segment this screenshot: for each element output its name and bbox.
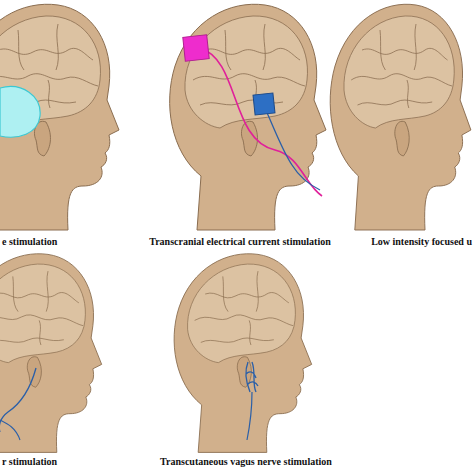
method-label: Transcranial electrical current stimulat… (149, 236, 331, 248)
method-label: e stimulation (2, 236, 57, 248)
method-label: Transcutaneous vagus nerve stimulation (160, 456, 332, 468)
method-label: Low intensity focused u (371, 236, 472, 248)
method-label: r stimulation (2, 456, 57, 468)
